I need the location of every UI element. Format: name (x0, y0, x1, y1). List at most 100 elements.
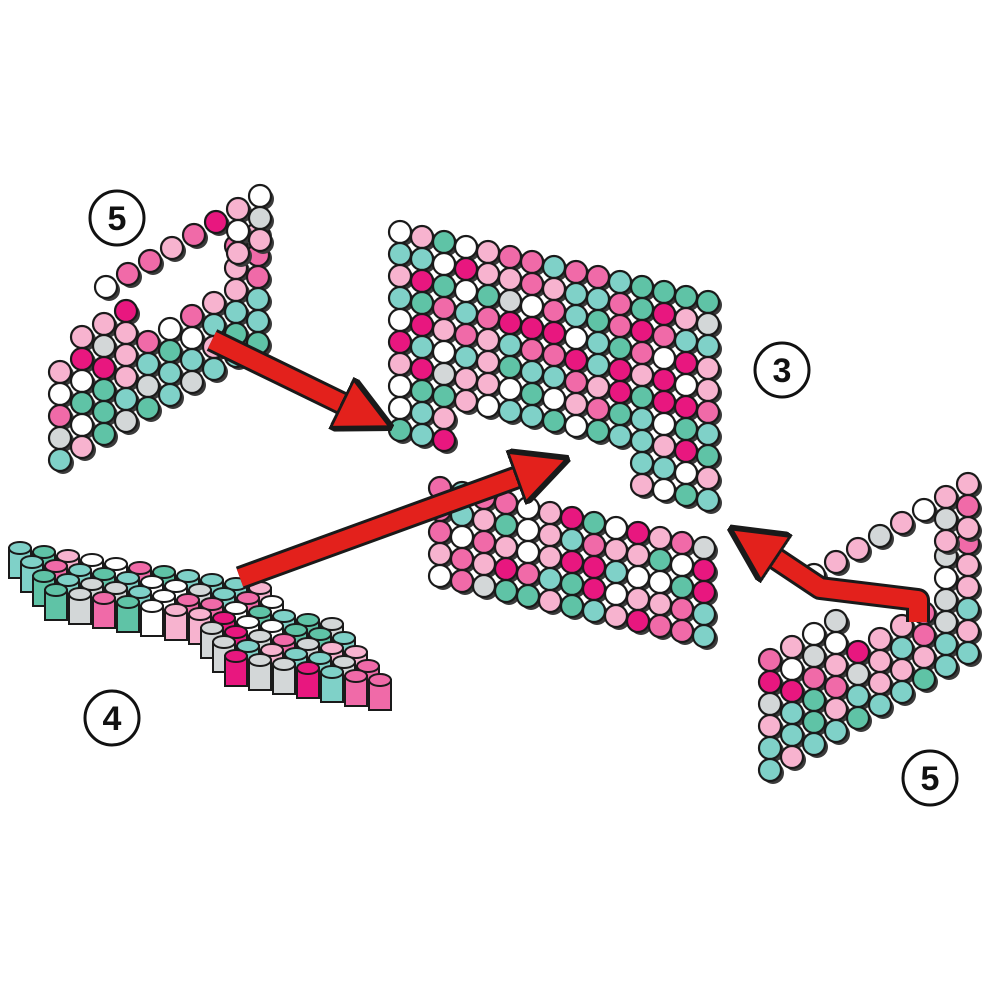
bead (673, 394, 699, 420)
bead (933, 653, 959, 679)
bead (453, 388, 479, 414)
bead (669, 530, 695, 556)
bead (157, 360, 183, 386)
bead (409, 356, 435, 382)
bead (889, 679, 915, 705)
bead (203, 209, 229, 235)
bead (308, 627, 332, 641)
bead (431, 383, 457, 409)
bead (581, 532, 607, 558)
bead (497, 332, 523, 358)
bead (431, 273, 457, 299)
bead (629, 472, 655, 498)
bead (625, 608, 651, 634)
bead (823, 549, 849, 575)
bead (92, 567, 116, 581)
bead (779, 700, 805, 726)
bead (955, 471, 981, 497)
bead (449, 524, 475, 550)
bead (453, 344, 479, 370)
bead (585, 374, 611, 400)
bead (497, 266, 523, 292)
bead (453, 256, 479, 282)
bead (669, 618, 695, 644)
bead (497, 244, 523, 270)
bead (91, 421, 117, 447)
bead (387, 373, 413, 399)
bead (651, 411, 677, 437)
bead (69, 434, 95, 460)
bead (541, 386, 567, 412)
bead (135, 351, 161, 377)
bead (47, 425, 73, 451)
bead (955, 618, 981, 644)
bead (115, 261, 141, 287)
bead (629, 318, 655, 344)
bead (515, 517, 541, 543)
bead (933, 528, 959, 554)
bead (651, 389, 677, 415)
bead (651, 477, 677, 503)
bead (223, 299, 249, 325)
bead (541, 254, 567, 280)
bead (344, 669, 368, 683)
bead (245, 264, 271, 290)
bead (20, 555, 44, 569)
bead (695, 311, 721, 337)
bead (179, 369, 205, 395)
bead (188, 583, 212, 597)
bead (104, 557, 128, 571)
bead (955, 596, 981, 622)
bead (585, 330, 611, 356)
bead (320, 665, 344, 679)
bead (471, 551, 497, 577)
bead (581, 510, 607, 536)
bead (409, 422, 435, 448)
bead (431, 229, 457, 255)
bead (563, 391, 589, 417)
bead (585, 286, 611, 312)
bead (409, 268, 435, 294)
bead (519, 381, 545, 407)
bead (409, 400, 435, 426)
bead (955, 574, 981, 600)
bead (647, 547, 673, 573)
bead (757, 691, 783, 717)
bead (695, 443, 721, 469)
bead (519, 359, 545, 385)
bead (409, 224, 435, 250)
bead (955, 552, 981, 578)
bead (272, 609, 296, 623)
bead (91, 311, 117, 337)
bead (284, 647, 308, 661)
bead (867, 648, 893, 674)
bead (176, 569, 200, 583)
bead (493, 556, 519, 582)
bead (603, 581, 629, 607)
bead (409, 246, 435, 272)
bead (673, 284, 699, 310)
bead (212, 611, 236, 625)
bead (248, 629, 272, 643)
center-back-and-seat (387, 219, 722, 650)
bead (497, 376, 523, 402)
bead (471, 529, 497, 555)
bead (475, 393, 501, 419)
bead (673, 306, 699, 332)
bead (387, 285, 413, 311)
bead (320, 617, 344, 631)
bead (867, 692, 893, 718)
bead (236, 591, 260, 605)
bead (80, 577, 104, 591)
bead (179, 325, 205, 351)
bead (911, 666, 937, 692)
bead (453, 366, 479, 392)
bead (236, 615, 260, 629)
bead (387, 395, 413, 421)
bead (823, 696, 849, 722)
bead (647, 591, 673, 617)
bead (845, 705, 871, 731)
bead (91, 333, 117, 359)
bead (431, 295, 457, 321)
bead (933, 506, 959, 532)
